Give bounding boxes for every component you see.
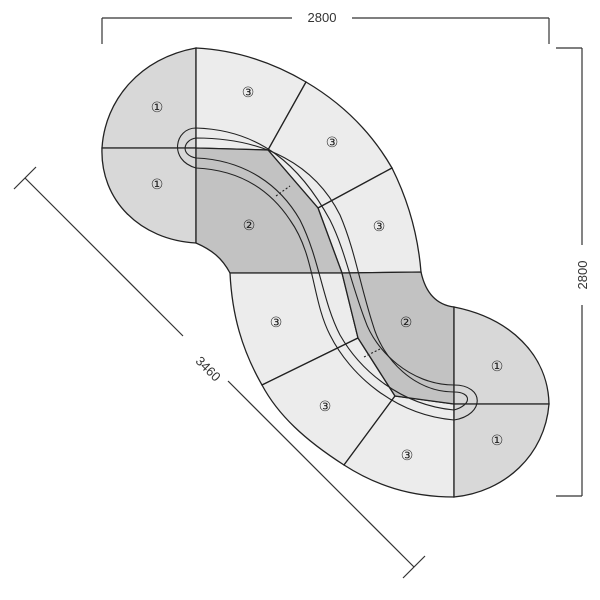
right-height-label: 2800 bbox=[575, 261, 590, 290]
segment-lower-inner bbox=[341, 271, 455, 405]
label-upper-inner: ② bbox=[243, 218, 256, 234]
label-lower-inner: ② bbox=[400, 315, 413, 331]
right-height-dimension: 2800 bbox=[556, 47, 590, 497]
label-upper-arc-3: ③ bbox=[373, 219, 386, 235]
segment-top-left-lower bbox=[101, 147, 197, 244]
label-upper-arc-1: ③ bbox=[242, 85, 255, 101]
segment-bottom-right-lower bbox=[453, 403, 550, 498]
label-top-left-lower: ① bbox=[151, 177, 164, 193]
segment-bottom-right-upper bbox=[453, 306, 550, 405]
inner-track-middle bbox=[184, 137, 469, 411]
label-lower-arc-3: ③ bbox=[401, 448, 414, 464]
joint-marker-upper bbox=[275, 185, 291, 197]
joint-marker-lower bbox=[363, 348, 381, 358]
label-top-left-upper: ① bbox=[151, 100, 164, 116]
top-width-dimension: 2800 bbox=[101, 10, 550, 44]
label-bottom-right-lower: ① bbox=[491, 433, 504, 449]
diagonal-label: 3460 bbox=[193, 353, 224, 384]
label-upper-arc-2: ③ bbox=[326, 135, 339, 151]
label-bottom-right-upper: ① bbox=[491, 359, 504, 375]
segment-top-left-upper bbox=[101, 47, 197, 149]
label-lower-arc-2: ③ bbox=[319, 399, 332, 415]
segment-upper-inner bbox=[195, 147, 343, 274]
inner-track-outer bbox=[177, 127, 478, 421]
label-lower-arc-1: ③ bbox=[270, 315, 283, 331]
top-width-label: 2800 bbox=[308, 10, 337, 25]
